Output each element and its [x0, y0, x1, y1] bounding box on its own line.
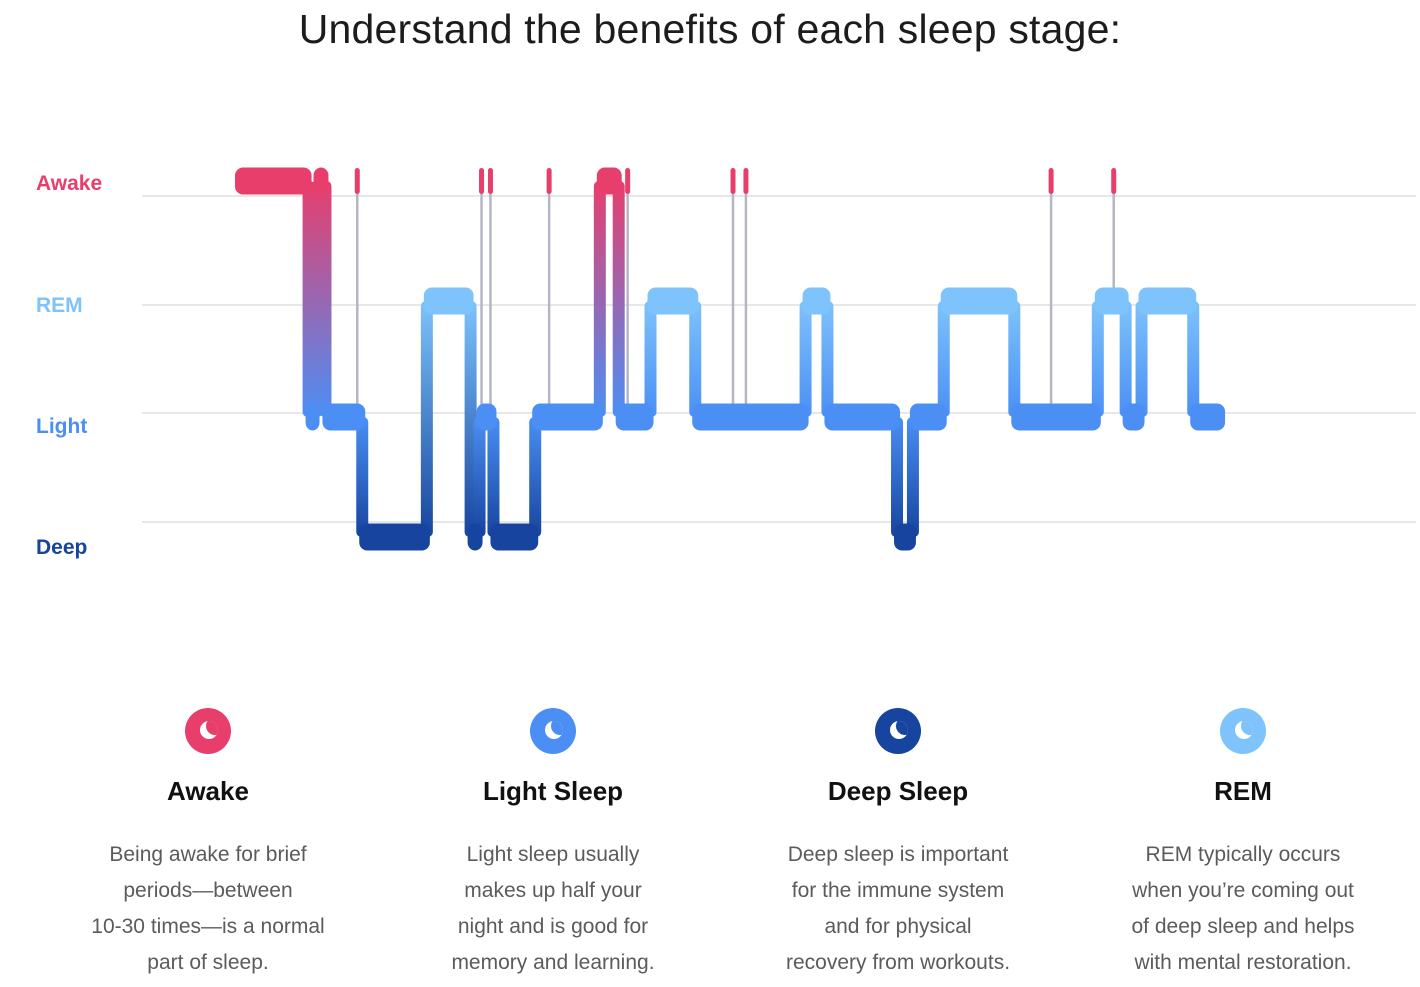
stage-transition: [799, 301, 812, 417]
y-label-rem: REM: [36, 294, 83, 317]
stage-transition: [891, 417, 904, 537]
stage-transition: [1008, 301, 1021, 417]
stage-transition: [1119, 301, 1132, 417]
segment-awake: [313, 167, 329, 195]
segment-light: [532, 403, 603, 431]
stage-segments: [235, 167, 1226, 551]
awake-spike: [546, 168, 552, 194]
light-sleep-moon-icon: [530, 708, 576, 754]
awake-spike: [743, 168, 749, 194]
awake-spike: [1111, 168, 1117, 194]
segment-rem: [647, 287, 699, 315]
segment-light: [305, 403, 320, 431]
deep-sleep-moon-icon: [875, 708, 921, 754]
awake-spike: [730, 168, 736, 194]
stage-transition: [487, 417, 500, 537]
stage-title: Light Sleep: [482, 776, 624, 806]
awake-spike: [1048, 168, 1054, 194]
y-label-deep: Deep: [36, 536, 88, 559]
stage-transition: [473, 417, 486, 537]
stage-transition: [689, 301, 702, 417]
stage-card-rem: REM REM typically occurs when you’re com…: [1093, 708, 1393, 981]
stage-transition: [420, 301, 433, 537]
awake-spike: [625, 168, 631, 194]
segment-deep: [894, 523, 916, 551]
gridlines: [142, 195, 1416, 523]
stage-card-light-sleep: Light Sleep Light sleep usually makes up…: [403, 708, 703, 981]
stage-transition: [1187, 301, 1200, 417]
awake-spike: [487, 168, 493, 194]
stage-transition: [644, 301, 657, 417]
stage-transition: [529, 417, 542, 537]
awake-spike: [354, 168, 360, 194]
page-title: Understand the benefits of each sleep st…: [298, 6, 1122, 52]
stage-transition: [1135, 301, 1148, 417]
stage-transition: [821, 301, 834, 417]
segment-light: [322, 403, 366, 431]
segment-deep: [490, 523, 539, 551]
awake-spike: [479, 168, 485, 194]
awake-spikes: [354, 168, 1117, 417]
segment-light: [1190, 403, 1226, 431]
stage-transition: [356, 417, 369, 537]
stage-transition: [1091, 301, 1104, 417]
y-label-light: Light: [36, 415, 88, 438]
stage-transition: [906, 417, 919, 537]
segment-deep: [359, 523, 430, 551]
stage-transitions: [302, 181, 1200, 537]
segment-rem: [940, 287, 1018, 315]
segment-rem: [1138, 287, 1197, 315]
segment-light: [615, 403, 654, 431]
stage-transition: [319, 181, 332, 417]
segment-light: [824, 403, 901, 431]
stage-card-awake: Awake Being awake for brief periods—betw…: [58, 708, 358, 981]
stage-description: Being awake for brief periods—between 10…: [91, 843, 325, 974]
segment-deep: [467, 523, 483, 551]
stage-description: Light sleep usually makes up half your n…: [451, 843, 655, 974]
segment-rem: [423, 287, 474, 315]
segment-rem: [802, 287, 831, 315]
stage-description: Deep sleep is important for the immune s…: [785, 843, 1011, 974]
segment-awake: [235, 167, 312, 195]
segment-light: [692, 403, 809, 431]
segment-awake: [596, 167, 622, 195]
sleep-stage-chart: [142, 167, 1416, 551]
segment-rem: [1094, 287, 1129, 315]
y-label-awake: Awake: [36, 172, 103, 195]
stage-card-deep-sleep: Deep Sleep Deep sleep is important for t…: [748, 708, 1048, 981]
stage-transition: [937, 301, 950, 417]
stage-title: Awake: [167, 776, 249, 806]
segment-light: [476, 403, 497, 431]
segment-light: [909, 403, 947, 431]
segment-light: [1122, 403, 1145, 431]
rem-moon-icon: [1220, 708, 1266, 754]
awake-moon-icon: [185, 708, 231, 754]
stage-description: REM typically occurs when you’re coming …: [1131, 843, 1355, 974]
stage-title: REM: [1214, 776, 1272, 806]
segment-light: [1011, 403, 1101, 431]
stage-transition: [593, 181, 606, 417]
stage-transition: [612, 181, 625, 417]
stage-title: Deep Sleep: [827, 776, 969, 806]
